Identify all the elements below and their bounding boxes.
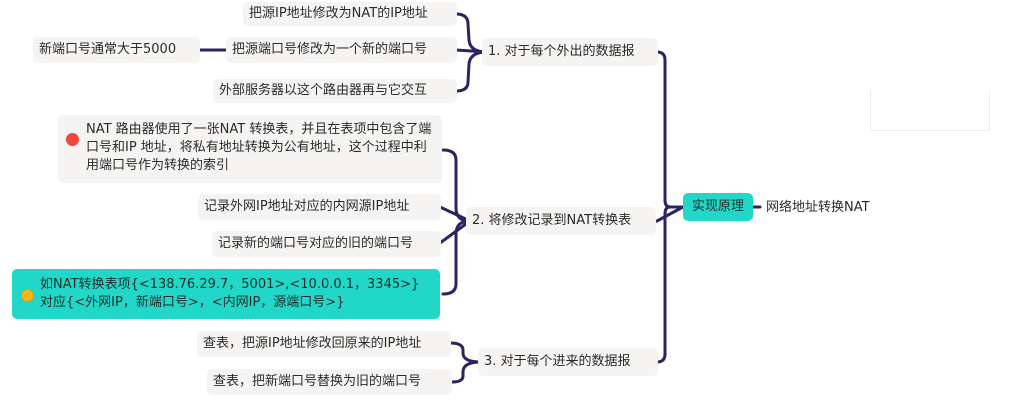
- red-dot-icon: [66, 133, 79, 146]
- leaf-node[interactable]: 查表，把源IP地址修改回原来的IP地址: [197, 331, 451, 357]
- leaf-label: 把源IP地址修改为NAT的IP地址: [249, 6, 428, 21]
- branch-label: 3. 对于每个进来的数据报: [484, 354, 631, 369]
- leaf-label: NAT 路由器使用了一张NAT 转换表，并且在表项中包含了端口号和IP 地址，将…: [86, 122, 432, 173]
- leaf-node[interactable]: 查表，把新端口号替换为旧的端口号: [207, 369, 452, 395]
- leaf-label: 记录新的端口号对应的旧的端口号: [218, 236, 414, 251]
- principle-label: 实现原理: [691, 199, 744, 214]
- leaf-node[interactable]: 记录新的端口号对应的旧的端口号: [212, 231, 441, 257]
- link-2-1: [441, 148, 472, 223]
- link-branch-1: [655, 50, 685, 209]
- yellow-dot-icon: [21, 289, 34, 302]
- link-1-3: [454, 50, 489, 93]
- leaf-label: 查表，把新端口号替换为旧的端口号: [213, 374, 422, 389]
- branch-node-table[interactable]: 2. 将修改记录到NAT转换表: [466, 207, 656, 235]
- link-2-2: [438, 205, 472, 223]
- leaf-label: 外部服务器以这个路由器再与它交互: [219, 83, 428, 98]
- leaf-node[interactable]: 把源IP地址修改为NAT的IP地址: [243, 2, 457, 26]
- principle-node[interactable]: 实现原理: [683, 193, 753, 221]
- link-3-2: [450, 360, 483, 384]
- branch-label: 2. 将修改记录到NAT转换表: [472, 213, 632, 228]
- note-label: 新端口号通常大于5000: [39, 42, 177, 57]
- leaf-node[interactable]: 把源端口号修改为一个新的端口号: [226, 37, 457, 63]
- link-branch-3: [655, 205, 685, 364]
- leaf-node[interactable]: 记录外网IP地址对应的内网源IP地址: [198, 194, 441, 220]
- leaf-node-multiline[interactable]: NAT 路由器使用了一张NAT 转换表，并且在表项中包含了端口号和IP 地址，将…: [58, 115, 442, 183]
- leaf-node-example[interactable]: 如NAT转换表项{<138.76.29.7，5001>,<10.0.0.1，33…: [12, 269, 440, 319]
- leaf-label: 记录外网IP地址对应的内网源IP地址: [204, 199, 410, 214]
- note-node[interactable]: 新端口号通常大于5000: [33, 37, 200, 63]
- branch-node-incoming[interactable]: 3. 对于每个进来的数据报: [478, 348, 658, 376]
- root-node[interactable]: 网络地址转换NAT: [760, 196, 876, 220]
- link-2-4: [441, 219, 472, 296]
- leaf-label: 如NAT转换表项{<138.76.29.7，5001>,<10.0.0.1，33…: [40, 277, 420, 310]
- link-3-1: [448, 341, 483, 364]
- leaf-label: 查表，把源IP地址修改回原来的IP地址: [203, 336, 422, 351]
- faint-frame: [870, 90, 990, 131]
- link-branch-2: [655, 205, 685, 223]
- branch-node-outgoing[interactable]: 1. 对于每个外出的数据报: [482, 38, 658, 66]
- root-label: 网络地址转换NAT: [766, 200, 870, 215]
- leaf-label: 把源端口号修改为一个新的端口号: [232, 42, 428, 57]
- branch-label: 1. 对于每个外出的数据报: [488, 44, 635, 59]
- leaf-node[interactable]: 外部服务器以这个路由器再与它交互: [213, 79, 457, 103]
